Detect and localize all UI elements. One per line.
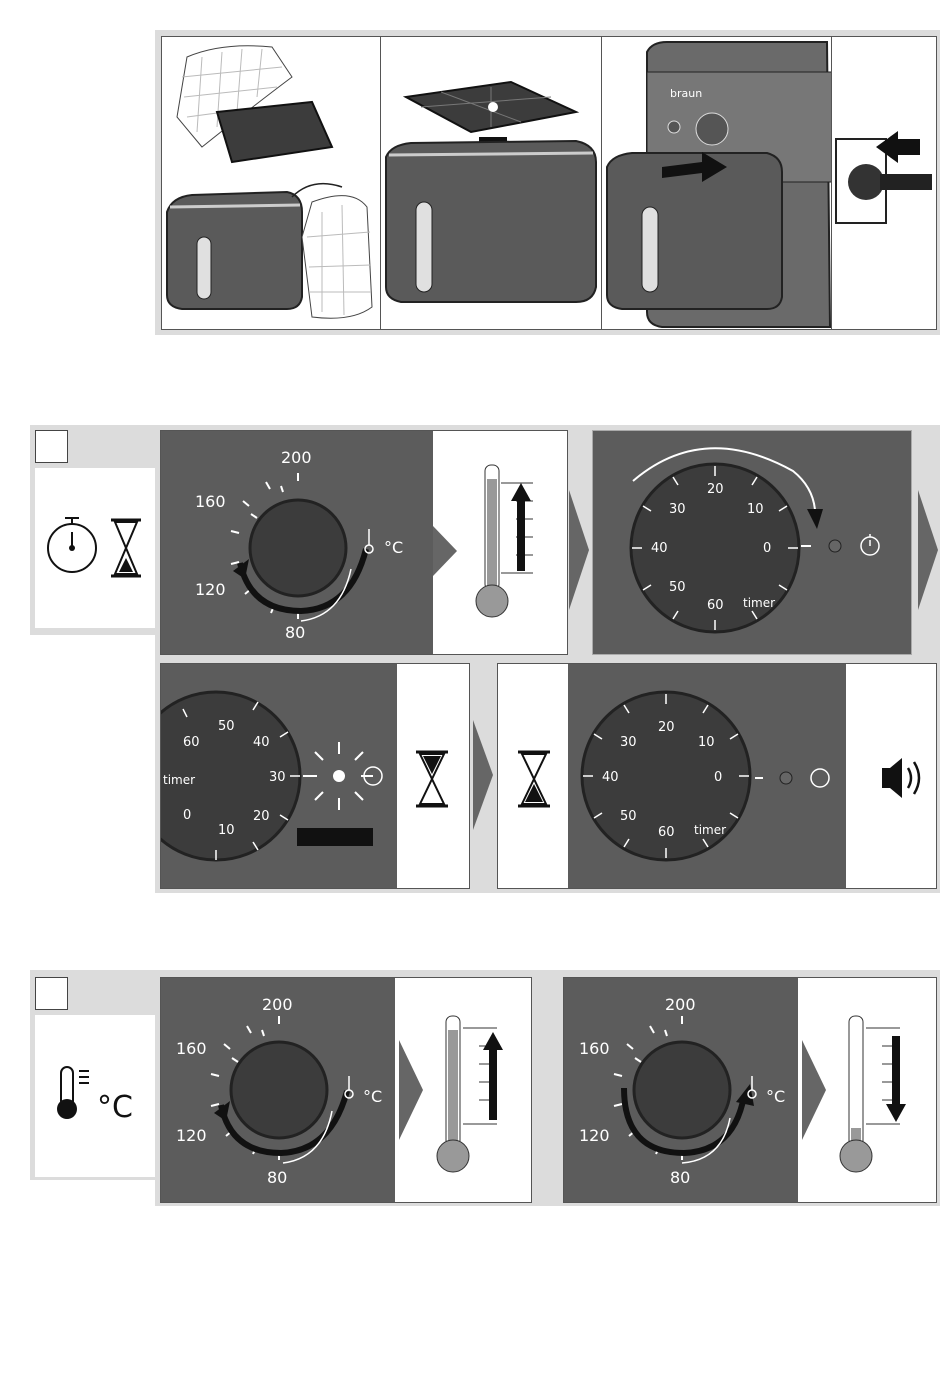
svg-text:10: 10 bbox=[747, 502, 764, 517]
timer-dial-end[interactable]: 20 10 0 30 40 50 60 timer bbox=[582, 692, 829, 860]
svg-text:0: 0 bbox=[763, 541, 771, 556]
thermometer-icon bbox=[57, 1067, 89, 1119]
svg-text:40: 40 bbox=[651, 541, 668, 556]
step-number-box bbox=[35, 430, 68, 463]
svg-text:160: 160 bbox=[195, 492, 226, 511]
svg-text:10: 10 bbox=[698, 735, 715, 750]
svg-text:0: 0 bbox=[183, 808, 191, 823]
flashing-light-icon bbox=[305, 742, 373, 810]
svg-text:80: 80 bbox=[285, 623, 305, 642]
step-insert-basket: braun bbox=[601, 36, 831, 330]
thermometer-down-icon bbox=[840, 1016, 906, 1172]
svg-text:80: 80 bbox=[670, 1168, 690, 1187]
temp-dial-up[interactable]: 200 160 120 80 °C bbox=[176, 995, 382, 1187]
svg-text:20: 20 bbox=[253, 809, 270, 824]
temp-side-panel: °C bbox=[35, 1015, 155, 1177]
temp-dial-down[interactable]: 200 160 120 80 °C bbox=[579, 995, 785, 1187]
svg-text:40: 40 bbox=[602, 770, 619, 785]
svg-text:10: 10 bbox=[218, 823, 235, 838]
chevron-right-icon bbox=[433, 526, 457, 576]
hourglass-icon bbox=[416, 752, 448, 806]
svg-text:60: 60 bbox=[707, 598, 724, 613]
timer-temp-panel: 200 160 120 80 °C bbox=[160, 430, 568, 655]
svg-text:120: 120 bbox=[195, 580, 226, 599]
hourglass-icon bbox=[518, 752, 550, 806]
timer-zoom-panel: 50 60 40 30 20 10 0 timer bbox=[160, 663, 470, 889]
svg-text:50: 50 bbox=[669, 580, 686, 595]
temp-down-panel: 200 160 120 80 °C bbox=[563, 977, 937, 1203]
chevron-right-icon bbox=[802, 1040, 826, 1140]
temp-dial[interactable]: 200 160 120 80 °C bbox=[195, 448, 403, 642]
chevron-right-icon bbox=[916, 490, 940, 610]
svg-text:°C: °C bbox=[363, 1087, 382, 1106]
svg-text:0: 0 bbox=[714, 770, 722, 785]
svg-text:200: 200 bbox=[262, 995, 293, 1014]
svg-text:80: 80 bbox=[267, 1168, 287, 1187]
stopwatch-icon bbox=[861, 534, 879, 555]
speaker-icon bbox=[882, 758, 919, 798]
svg-text:60: 60 bbox=[183, 735, 200, 750]
svg-text:50: 50 bbox=[620, 809, 637, 824]
step-insert-grid bbox=[380, 36, 601, 330]
svg-text:timer: timer bbox=[694, 823, 726, 837]
svg-text:60: 60 bbox=[658, 825, 675, 840]
thermometer-up-icon bbox=[437, 1016, 503, 1172]
svg-text:120: 120 bbox=[579, 1126, 610, 1145]
temp-unit: °C bbox=[384, 538, 403, 557]
hourglass-icon bbox=[111, 520, 141, 576]
svg-text:160: 160 bbox=[176, 1039, 207, 1058]
svg-text:timer: timer bbox=[743, 596, 775, 610]
chevron-right-icon bbox=[567, 490, 591, 610]
svg-text:200: 200 bbox=[665, 995, 696, 1014]
svg-text:20: 20 bbox=[707, 482, 724, 497]
svg-text:°C: °C bbox=[766, 1087, 785, 1106]
svg-text:40: 40 bbox=[253, 735, 270, 750]
svg-text:20: 20 bbox=[658, 720, 675, 735]
timer-dial-panel: 20 10 0 30 40 50 60 timer bbox=[592, 430, 912, 655]
timer-dial[interactable]: 20 10 0 30 40 50 60 timer bbox=[631, 448, 879, 632]
svg-text:30: 30 bbox=[269, 770, 286, 785]
brand-mark: braun bbox=[670, 87, 702, 100]
svg-text:200: 200 bbox=[281, 448, 312, 467]
stopwatch-icon bbox=[48, 518, 96, 572]
step-plug-in bbox=[831, 36, 937, 330]
svg-text:timer: timer bbox=[163, 773, 195, 787]
temp-unit-label: °C bbox=[97, 1090, 133, 1125]
timer-dial-zoom[interactable]: 50 60 40 30 20 10 0 timer bbox=[161, 692, 382, 860]
svg-text:120: 120 bbox=[176, 1126, 207, 1145]
step-number-box bbox=[35, 977, 68, 1010]
svg-text:30: 30 bbox=[669, 502, 686, 517]
stopwatch-icon bbox=[811, 769, 829, 787]
thermometer-up-icon bbox=[476, 465, 533, 617]
svg-text:160: 160 bbox=[579, 1039, 610, 1058]
step-cloth-wipe bbox=[161, 36, 380, 330]
display-bar bbox=[297, 828, 373, 846]
svg-text:50: 50 bbox=[218, 719, 235, 734]
chevron-right-icon bbox=[471, 720, 495, 830]
timer-end-panel: 20 10 0 30 40 50 60 timer bbox=[497, 663, 937, 889]
svg-text:30: 30 bbox=[620, 735, 637, 750]
temp-up-panel: 200 160 120 80 °C bbox=[160, 977, 532, 1203]
timer-side-panel bbox=[35, 468, 155, 628]
chevron-right-icon bbox=[399, 1040, 423, 1140]
